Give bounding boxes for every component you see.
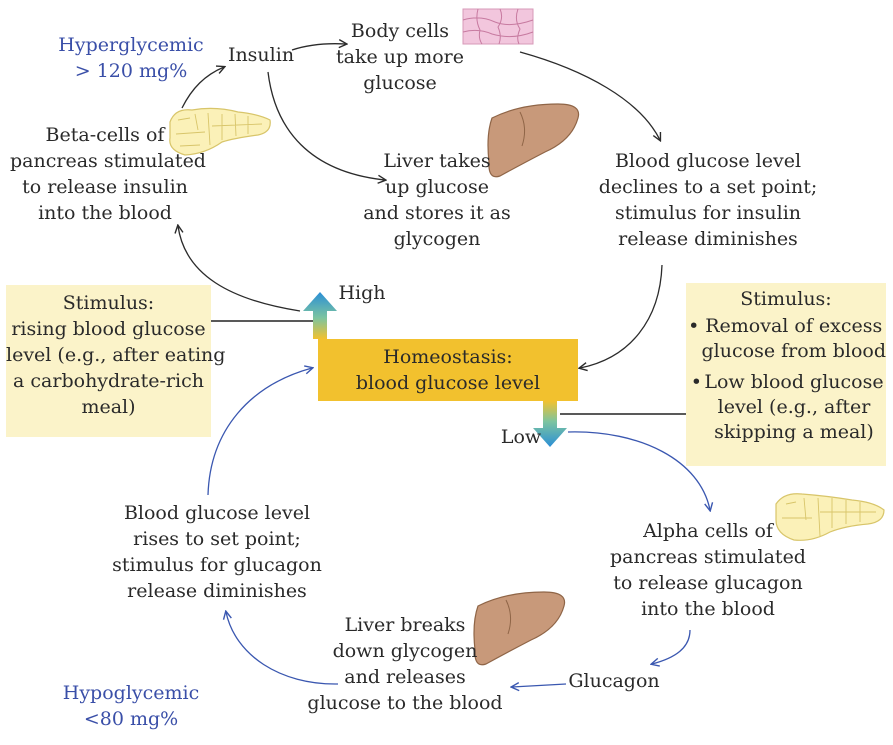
beta-cells-text: Beta-cells of pancreas stimulated to rel…	[10, 122, 200, 226]
homeostasis-line1: Homeostasis:	[356, 344, 540, 370]
hypo-line2: <80 mg%	[56, 706, 206, 732]
body-cells-line1: Body cells	[330, 18, 470, 44]
rises-line1: Blood glucose level	[102, 500, 332, 526]
stimulus-low-item-1: • Removal of excess glucose from blood	[686, 314, 886, 364]
low-label: Low	[498, 424, 544, 450]
liver-takes-up-text: Liver takes up glucose and stores it as …	[362, 148, 512, 252]
beta-line1: Beta-cells of	[10, 122, 200, 148]
stimulus-low-item-2: • Low blood glucose level (e.g., after s…	[686, 370, 886, 445]
stimulus-low-b2-line3: skipping a meal)	[704, 420, 883, 445]
liver-breaks-down-text: Liver breaks down glycogen and releases …	[300, 612, 510, 716]
liver-down-line2: down glycogen	[300, 638, 510, 664]
beta-line4: into the blood	[10, 200, 200, 226]
declines-line2: declines to a set point;	[598, 174, 818, 200]
arrow-alpha-to-glucagon	[652, 630, 690, 664]
alpha-line2: pancreas stimulated	[608, 544, 808, 570]
beta-line2: pancreas stimulated	[10, 148, 200, 174]
stimulus-low-b2-line2: level (e.g., after	[704, 395, 883, 420]
rises-line3: stimulus for glucagon	[102, 552, 332, 578]
stimulus-low-text: Stimulus: • Removal of excess glucose fr…	[686, 287, 886, 445]
stimulus-low-b1-line1: Removal of excess	[702, 314, 886, 339]
declines-line4: release diminishes	[598, 226, 818, 252]
beta-line3: to release insulin	[10, 174, 200, 200]
hyper-line2: > 120 mg%	[56, 58, 206, 84]
declines-line1: Blood glucose level	[598, 148, 818, 174]
arrow-glucagon-to-liver	[512, 684, 566, 687]
body-cells-line3: glucose	[330, 70, 470, 96]
high-arrow	[303, 292, 337, 339]
liver-up-line2: up glucose	[362, 174, 512, 200]
stimulus-low-title: Stimulus:	[686, 287, 886, 312]
body-cells-line2: take up more	[330, 44, 470, 70]
hyper-line1: Hyperglycemic	[56, 32, 206, 58]
stimulus-high-text: Stimulus: rising blood glucose level (e.…	[6, 290, 211, 420]
stimulus-high-line3: level (e.g., after eating	[6, 342, 211, 368]
stimulus-high-line1: Stimulus:	[6, 290, 211, 316]
hypoglycemic-label: Hypoglycemic <80 mg%	[56, 680, 206, 732]
stimulus-low-item-2-text: Low blood glucose level (e.g., after ski…	[704, 370, 883, 445]
glucose-declines-text: Blood glucose level declines to a set po…	[598, 148, 818, 252]
high-label: High	[334, 280, 390, 306]
alpha-line1: Alpha cells of	[608, 518, 808, 544]
bullet-2: •	[688, 370, 704, 445]
liver-up-line4: glycogen	[362, 226, 512, 252]
body-cells-text: Body cells take up more glucose	[330, 18, 470, 96]
body-cells-icon	[463, 9, 533, 44]
stimulus-low-b1-line2: glucose from blood	[702, 339, 886, 364]
stimulus-high-line4: a carbohydrate-rich	[6, 368, 211, 394]
stimulus-high-line5: meal)	[6, 394, 211, 420]
rises-line4: release diminishes	[102, 578, 332, 604]
bullet-1: •	[686, 314, 702, 364]
liver-down-line3: and releases	[300, 664, 510, 690]
liver-up-line3: and stores it as	[362, 200, 512, 226]
rises-line2: rises to set point;	[102, 526, 332, 552]
insulin-label: Insulin	[226, 42, 296, 68]
glucagon-label: Glucagon	[566, 668, 662, 694]
stimulus-low-b2-line1: Low blood glucose	[704, 370, 883, 395]
hypo-line1: Hypoglycemic	[56, 680, 206, 706]
liver-up-line1: Liver takes	[362, 148, 512, 174]
arrow-declines-to-homeostasis	[580, 265, 662, 368]
stimulus-high-line2: rising blood glucose	[6, 316, 211, 342]
arrow-rises-to-homeostasis	[208, 368, 312, 495]
hyperglycemic-label: Hyperglycemic > 120 mg%	[56, 32, 206, 84]
liver-down-line1: Liver breaks	[300, 612, 510, 638]
liver-down-line4: glucose to the blood	[300, 690, 510, 716]
declines-line3: stimulus for insulin	[598, 200, 818, 226]
stimulus-low-item-1-text: Removal of excess glucose from blood	[702, 314, 886, 364]
homeostasis-box: Homeostasis: blood glucose level	[318, 339, 578, 401]
alpha-cells-text: Alpha cells of pancreas stimulated to re…	[608, 518, 808, 622]
glucose-rises-text: Blood glucose level rises to set point; …	[102, 500, 332, 604]
alpha-line3: to release glucagon	[608, 570, 808, 596]
alpha-line4: into the blood	[608, 596, 808, 622]
homeostasis-line2: blood glucose level	[356, 370, 540, 396]
